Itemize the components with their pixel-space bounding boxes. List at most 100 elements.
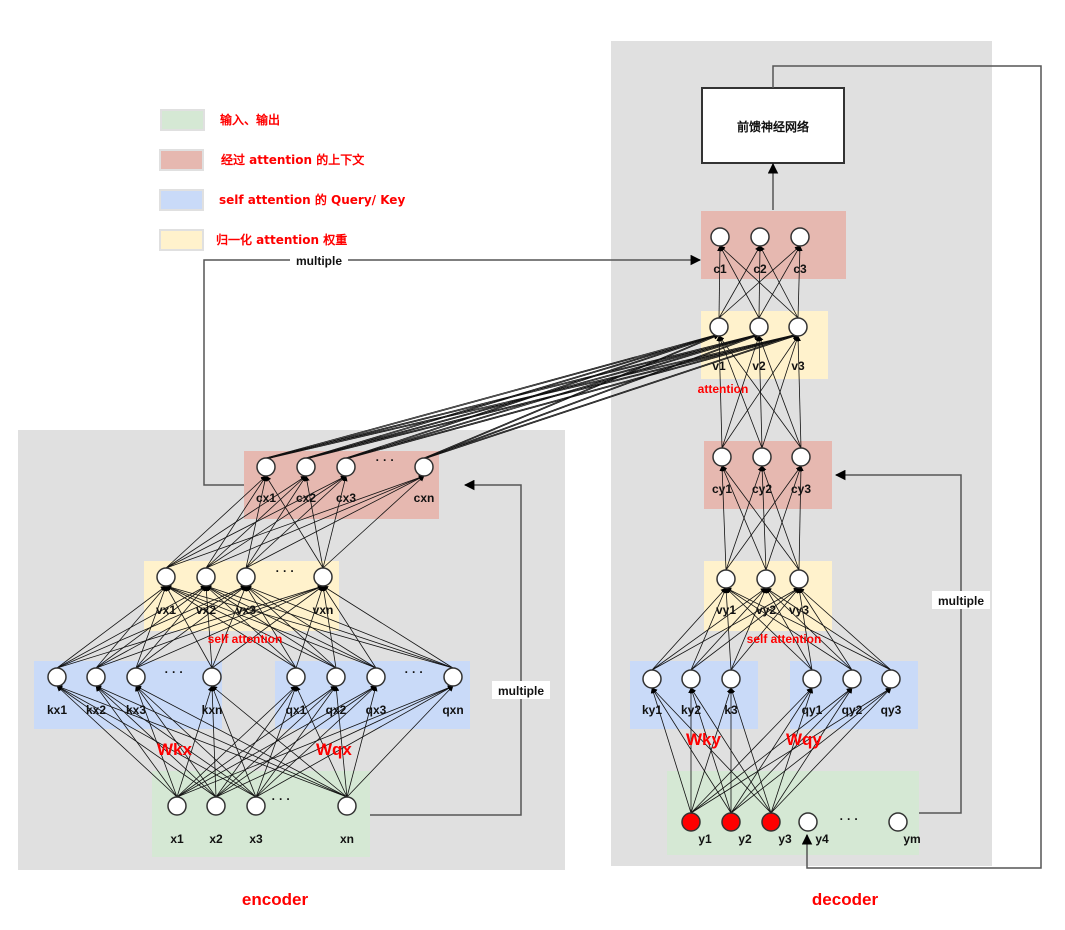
edge-cx-to-v bbox=[423, 332, 799, 459]
node-label-vy2: vy2 bbox=[756, 603, 776, 617]
edge-vy-to-cy bbox=[761, 465, 800, 571]
edge-qx-to-vx bbox=[165, 585, 297, 669]
edge-cx-to-v bbox=[423, 333, 760, 459]
node-label-cx3: cx3 bbox=[336, 491, 356, 505]
edge-cx-to-v bbox=[345, 333, 760, 460]
edge-ky-to-vy bbox=[690, 587, 800, 671]
encoder-wk-label: Wkx bbox=[157, 740, 193, 759]
node-k3 bbox=[721, 669, 741, 689]
node-label-kxn: kxn bbox=[202, 703, 223, 717]
ffn-label: 前馈神经网络 bbox=[737, 119, 809, 134]
edge-vx-to-cx bbox=[205, 475, 267, 569]
node-kxn bbox=[202, 667, 222, 687]
legend-swatch-qk bbox=[159, 189, 204, 211]
decoder-self-attention-label: self attention bbox=[747, 632, 822, 646]
node-x1 bbox=[167, 796, 187, 816]
node-label-ky1: ky1 bbox=[642, 703, 662, 717]
edge-qy-to-vy bbox=[725, 587, 853, 671]
node-cx3 bbox=[336, 457, 356, 477]
edge-cx-to-v bbox=[345, 332, 720, 459]
node-label-c2: c2 bbox=[753, 262, 767, 276]
edge-kx-to-vx bbox=[95, 585, 324, 669]
cross-multiple-arrow bbox=[203, 254, 702, 486]
edge-vy-to-cy bbox=[721, 465, 800, 571]
edge-cy-to-v bbox=[756, 335, 763, 449]
edge-vy-to-cy bbox=[759, 465, 767, 571]
edge-cy-to-v bbox=[758, 335, 802, 449]
edge-y-to-qy bbox=[690, 687, 813, 814]
node-label-cy3: cy3 bbox=[791, 482, 811, 496]
edge-x-to-qx bbox=[255, 685, 454, 798]
node-cy1 bbox=[712, 447, 732, 467]
node-label-vxn: vxn bbox=[313, 603, 334, 617]
edge-kx-to-vx bbox=[203, 585, 213, 669]
node-label-x2: x2 bbox=[209, 832, 223, 846]
edge-vx-to-cx bbox=[245, 475, 347, 569]
legend-label-qk: self attention 的 Query/ Key bbox=[219, 192, 405, 207]
edge-x-to-kx bbox=[209, 685, 217, 798]
edge-cx-to-v bbox=[423, 334, 720, 460]
node-vy3 bbox=[789, 569, 809, 589]
encoder-title: encoder bbox=[242, 890, 309, 909]
decoder-input-box bbox=[667, 771, 919, 855]
node-c1 bbox=[710, 227, 730, 247]
edge-y-to-qy bbox=[770, 687, 814, 814]
node-label-qx1: qx1 bbox=[286, 703, 307, 717]
node-label-x3: x3 bbox=[249, 832, 263, 846]
node-v3 bbox=[788, 317, 808, 337]
node-c2 bbox=[750, 227, 770, 247]
edge-qy-to-vy bbox=[798, 587, 892, 671]
edge-kx-to-vx bbox=[56, 584, 324, 669]
edge-cy-to-v bbox=[795, 335, 802, 449]
node-kx2 bbox=[86, 667, 106, 687]
edge-vx-to-cx bbox=[322, 475, 425, 569]
edge-vx-to-cx bbox=[322, 475, 348, 569]
edge-vy-to-cy bbox=[798, 465, 804, 571]
edge-ky-to-vy bbox=[651, 587, 727, 671]
node-label-v1: v1 bbox=[712, 359, 726, 373]
edge-qx-to-vx bbox=[322, 585, 454, 669]
node-ky1 bbox=[642, 669, 662, 689]
node-qx2 bbox=[326, 667, 346, 687]
node-label-cxn: cxn bbox=[414, 491, 435, 505]
edge-v-to-c bbox=[758, 245, 801, 319]
encoder-wq-label: Wqx bbox=[316, 740, 352, 759]
node-qx3 bbox=[366, 667, 386, 687]
node-label-vx3: vx3 bbox=[236, 603, 256, 617]
edge-kx-to-vx bbox=[135, 585, 167, 669]
node-label-cy1: cy1 bbox=[712, 482, 732, 496]
edge-vx-to-cx bbox=[205, 475, 425, 569]
decoder-title: decoder bbox=[812, 890, 879, 909]
node-qxn bbox=[443, 667, 463, 687]
node-label-kx2: kx2 bbox=[86, 703, 106, 717]
legend-label-input: 输入、输出 bbox=[220, 112, 280, 127]
legend-swatch-context bbox=[159, 149, 204, 171]
node-vy2 bbox=[756, 569, 776, 589]
nodes bbox=[47, 227, 908, 832]
ffn-loop-arrow bbox=[772, 65, 1042, 869]
edge-y-to-qy bbox=[730, 687, 892, 814]
edge-ky-to-vy bbox=[730, 587, 767, 671]
legend-swatch-weights bbox=[159, 229, 204, 251]
edge-v-to-c bbox=[717, 245, 723, 319]
node-label-qx2: qx2 bbox=[326, 703, 347, 717]
node-label-qy1: qy1 bbox=[802, 703, 823, 717]
node-label-x1: x1 bbox=[170, 832, 184, 846]
node-v2 bbox=[749, 317, 769, 337]
edge-vy-to-cy bbox=[725, 465, 802, 571]
edge-vx-to-cx bbox=[265, 475, 324, 569]
edge-kx-to-vx bbox=[211, 585, 324, 669]
node-cy3 bbox=[791, 447, 811, 467]
edge-x-to-qx bbox=[255, 685, 337, 798]
edge-x-to-qx bbox=[176, 685, 337, 798]
ellipsis: · · · bbox=[840, 812, 859, 826]
decoder-wq-label: Wqy bbox=[786, 730, 822, 749]
edge-vx-to-cx bbox=[245, 475, 425, 569]
legend-label-weights: 归一化 attention 权重 bbox=[216, 232, 347, 247]
node-kx3 bbox=[126, 667, 146, 687]
node-label-xn: xn bbox=[340, 832, 354, 846]
decoder-attention-label: attention bbox=[698, 382, 749, 396]
node-label-y2: y2 bbox=[738, 832, 752, 846]
